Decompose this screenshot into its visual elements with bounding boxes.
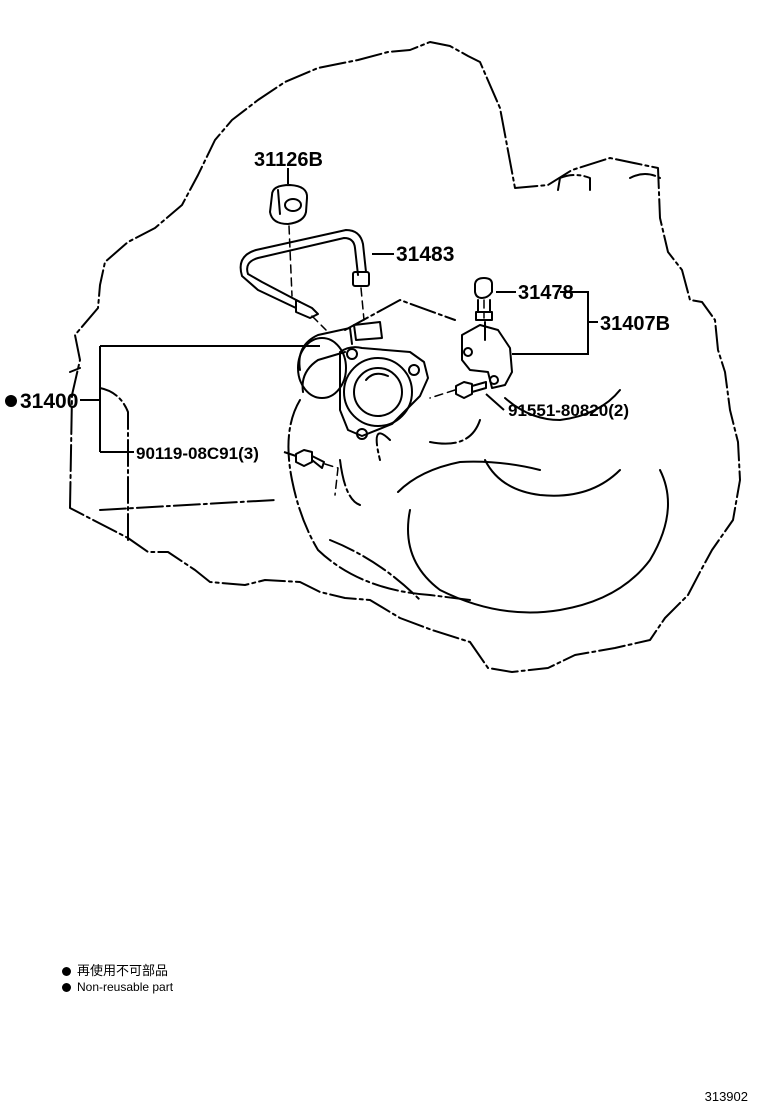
slave-cylinder-31400-part (297, 321, 429, 440)
clutch-line-31483-part (239, 229, 370, 319)
label-31400: 31400 (20, 390, 78, 413)
housing-bell-curve (339, 299, 481, 506)
transmission-housing-outline (69, 41, 741, 673)
non-reusable-marker-31400 (5, 395, 17, 407)
non-reusable-dot-icon (62, 983, 71, 992)
legend-japanese: 再使用不可部品 (62, 960, 168, 979)
non-reusable-dot-icon (62, 967, 71, 976)
adapter-31407b-part (461, 321, 513, 389)
callout-leaders (80, 168, 598, 457)
label-31483: 31483 (396, 243, 454, 266)
housing-inner-rim (69, 367, 276, 541)
legend-japanese-text: 再使用不可部品 (77, 964, 169, 979)
leader-31407b (512, 291, 598, 355)
housing-arc-mid (484, 389, 621, 497)
assembly-guide-lines (288, 225, 485, 496)
leader-31400 (80, 345, 320, 453)
bolt-91551-part (455, 381, 487, 399)
leader-90119 (283, 451, 297, 457)
housing-inner-contour (287, 399, 471, 601)
label-91551: 91551-80820(2) (508, 401, 629, 420)
plug-31126b-part (269, 184, 309, 225)
housing-arc-large (397, 460, 669, 614)
label-31126b: 31126B (254, 149, 323, 171)
bleeder-cap-31478-part (474, 277, 493, 321)
leader-91551 (485, 393, 505, 411)
legend-english-text: Non-reusable part (77, 980, 174, 994)
legend-english: Non-reusable part (62, 980, 173, 994)
label-31407b: 31407B (600, 313, 670, 335)
housing-boss-right (557, 173, 661, 191)
figure-number: 313902 (704, 1089, 748, 1104)
label-31478: 31478 (518, 282, 574, 304)
label-90119: 90119-08C91(3) (136, 444, 259, 463)
bolt-90119-part (295, 449, 325, 469)
